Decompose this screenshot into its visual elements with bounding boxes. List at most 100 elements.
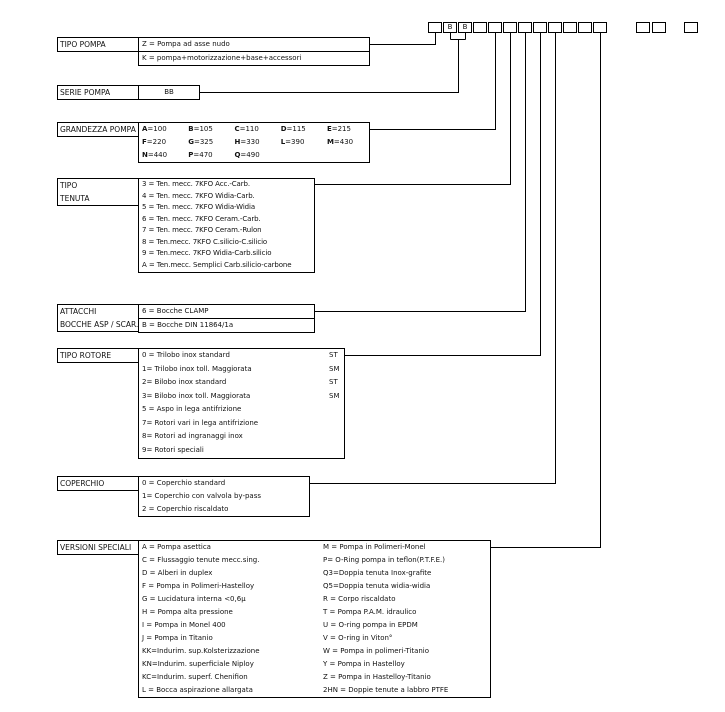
coperchio-options: 0 = Coperchio standard 1= Coperchio con … [138, 476, 310, 517]
size-key: B [188, 125, 194, 133]
size-val: =325 [193, 138, 214, 146]
code-position-box-serie-b2: B [458, 22, 472, 33]
size-code: N=440 [142, 149, 186, 162]
size-key: N [142, 151, 148, 159]
size-code: A=100 [142, 123, 186, 136]
rotore-option: 5 = Aspo in lega antifrizione [139, 403, 344, 417]
label-tipo-rotore: TIPO ROTORE [57, 348, 139, 363]
rotore-option-tag: ST [329, 351, 338, 359]
rotore-option-text: 8= Rotori ad ingranaggi inox [142, 432, 243, 440]
code-position-box [428, 22, 442, 33]
size-key: H [234, 138, 241, 146]
rotore-option-tag: SM [329, 364, 340, 373]
versione-option: H = Pompa alta pressione [142, 608, 233, 616]
label-attacchi: ATTACCHI BOCCHE ASP / SCAR. [57, 304, 139, 332]
grandezza-pompa-table: A=100 B=105 C=110 D=115 E=215 F=220 G=32… [138, 122, 370, 163]
size-code: D=115 [281, 123, 325, 136]
size-key: M [326, 138, 334, 146]
versioni-speciali-options: A = Pompa asettica C = Flussaggio tenute… [138, 540, 491, 698]
size-val: =115 [286, 125, 306, 133]
attacchi-option: B = Bocche DIN 11864/1a [142, 321, 234, 329]
size-code: H=330 [234, 136, 278, 149]
rotore-option-text: 3= Bilobo inox toll. Maggiorata [142, 391, 251, 400]
attacchi-option: 6 = Bocche CLAMP [139, 305, 314, 319]
grandezza-row: F=220 G=325 H=330 L=390 M=430 [139, 136, 369, 149]
code-position-box [548, 22, 562, 33]
tipo-pompa-option: Z = Pompa ad asse nudo [139, 38, 369, 52]
rotore-option: 8= Rotori ad ingranaggi inox [139, 430, 344, 444]
versione-option: A = Pompa asettica [142, 543, 211, 551]
tenuta-option: A = Ten.mecc. Semplici Carb.silicio-carb… [142, 260, 292, 269]
code-position-box-last [684, 22, 698, 33]
size-key: G [188, 138, 194, 146]
tenuta-option: 3 = Ten. mecc. 7KFO Acc.-Carb. [142, 180, 250, 188]
size-val: =100 [147, 125, 167, 133]
size-val: =220 [146, 138, 167, 146]
code-position-box [518, 22, 532, 33]
versione-option: T = Pompa P.A.M. idraulico [323, 608, 417, 616]
label-attacchi-line2: BOCCHE ASP / SCAR. [60, 320, 139, 329]
rotore-option-text: 7= Rotori vari in lega antifrizione [142, 418, 259, 427]
code-position-box [503, 22, 517, 33]
code-position-box-extra-1 [636, 22, 650, 33]
versione-option: M = Pompa in Polimeri-Monel [323, 543, 426, 551]
versione-option: R = Corpo riscaldato [323, 595, 396, 603]
grandezza-row: A=100 B=105 C=110 D=115 E=215 [139, 123, 369, 136]
versione-option: Z = Pompa in Hastelloy-Titanio [323, 673, 431, 681]
versione-option: Y = Pompa in Hastelloy [323, 660, 405, 668]
size-val: =390 [285, 138, 305, 146]
versione-option: W = Pompa in polimeri-Titanio [323, 647, 430, 655]
code-position-box [593, 22, 607, 33]
size-code: C=110 [234, 123, 278, 136]
versione-option: G = Lucidatura interna <0,6µ [142, 595, 246, 603]
label-tipo-pompa: TIPO POMPA [57, 37, 139, 52]
versione-option: 2HN = Doppie tenute a labbro PTFE [323, 686, 449, 694]
rotore-option-text: 0 = Trilobo inox standard [142, 351, 230, 359]
size-val: =490 [240, 151, 260, 159]
size-val: =105 [193, 125, 213, 133]
grandezza-row: N=440 P=470 Q=490 [139, 149, 369, 162]
rotore-option-text: 5 = Aspo in lega antifrizione [142, 405, 242, 413]
rotore-option-tag: SM [329, 391, 340, 400]
size-key: C [234, 125, 240, 133]
size-code: E=215 [327, 123, 371, 136]
label-coperchio: COPERCHIO [57, 476, 139, 491]
versione-option: P= O-Ring pompa in teflon(P.T.F.E.) [323, 556, 446, 564]
label-tipo-tenuta: TIPO TENUTA [57, 178, 139, 206]
code-position-box [578, 22, 592, 33]
tenuta-options: 3 = Ten. mecc. 7KFO Acc.-Carb. 4 = Ten. … [138, 178, 315, 273]
size-val: =110 [239, 125, 259, 133]
size-code: M=430 [327, 136, 371, 149]
size-key: A [142, 125, 148, 133]
versione-option: U = O-ring pompa in EPDM [323, 621, 418, 629]
code-position-box [473, 22, 487, 33]
size-key: L [280, 138, 286, 146]
connector-versioni [491, 33, 601, 548]
rotore-option-tag: ST [329, 378, 338, 386]
size-code: F=220 [142, 136, 186, 149]
rotore-option-text: 1= Trilobo inox toll. Maggiorata [142, 364, 252, 373]
size-code: G=325 [188, 136, 232, 149]
rotore-option: 7= Rotori vari in lega antifrizione [139, 417, 344, 431]
versioni-left-column: A = Pompa asettica C = Flussaggio tenute… [139, 541, 320, 697]
size-val: =470 [193, 151, 213, 159]
size-key: F [142, 138, 147, 146]
tenuta-option: 5 = Ten. mecc. 7KFO Widia-Widia [142, 203, 256, 211]
versione-option: KK=Indurim. sup.Kolsterizzazione [142, 647, 260, 655]
tenuta-option: 4 = Ten. mecc. 7KFO Widia-Carb. [142, 191, 255, 200]
coperchio-option: 2 = Coperchio riscaldato [142, 505, 229, 513]
size-val: =440 [147, 151, 168, 159]
size-val: =430 [333, 138, 354, 146]
code-position-box [488, 22, 502, 33]
size-val: =330 [240, 138, 260, 146]
code-position-box [563, 22, 577, 33]
tenuta-option: 8 = Ten.mecc. 7KFO C.silicio-C.silicio [142, 237, 268, 246]
connector-grandezza [370, 33, 496, 130]
versione-option: Q5=Doppia tenuta widia-widia [323, 582, 431, 590]
versione-option: Q3=Doppia tenuta Inox-grafite [323, 569, 432, 577]
size-code: Q=490 [234, 149, 278, 162]
serie-pompa-value: BB [138, 85, 200, 100]
size-key: P [188, 151, 194, 159]
